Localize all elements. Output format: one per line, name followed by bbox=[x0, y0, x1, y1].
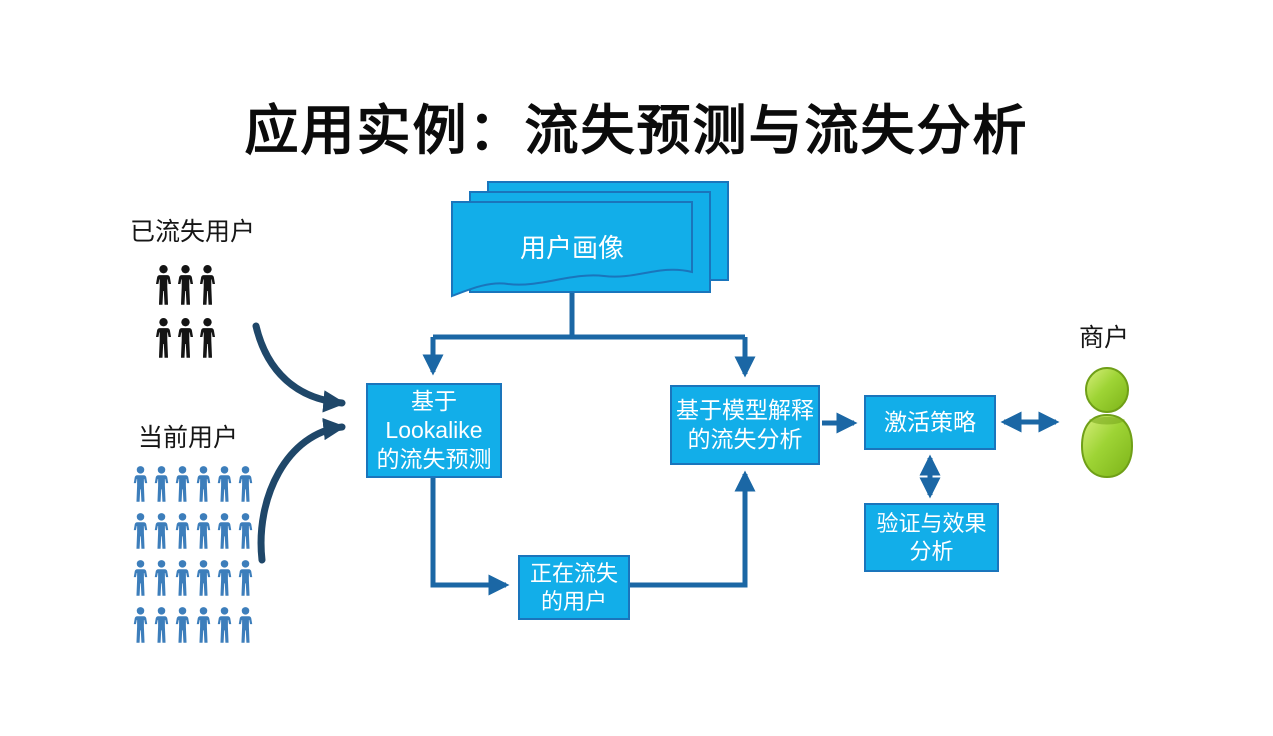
model-analysis-line2: 的流失分析 bbox=[687, 426, 803, 452]
person-icon bbox=[199, 317, 216, 358]
current-users-label: 当前用户 bbox=[138, 424, 239, 452]
person-icon bbox=[154, 560, 169, 596]
node-validation-analysis: 验证与效果 分析 bbox=[864, 503, 999, 572]
person-icon bbox=[175, 607, 190, 643]
validation-line2: 分析 bbox=[909, 538, 954, 564]
person-icon bbox=[238, 466, 253, 502]
person-icon bbox=[175, 513, 190, 549]
lookalike-line2: Lookalike bbox=[385, 417, 483, 444]
person-icon bbox=[154, 607, 169, 643]
person-icon bbox=[133, 607, 148, 643]
person-icon bbox=[133, 513, 148, 549]
merchant-figure bbox=[1076, 364, 1138, 485]
person-icon bbox=[217, 513, 232, 549]
arrow-lookalike-to-churning bbox=[430, 478, 510, 596]
churned-users-label: 已流失用户 bbox=[130, 218, 256, 246]
churning-users-line1: 正在流失 bbox=[529, 561, 618, 586]
lookalike-line1: 基于 bbox=[411, 388, 457, 415]
user-profile-label: 用户画像 bbox=[519, 233, 624, 263]
person-icon bbox=[154, 466, 169, 502]
person-icon bbox=[196, 513, 211, 549]
person-icon bbox=[238, 607, 253, 643]
churning-users-line2: 的用户 bbox=[540, 588, 607, 614]
person-icon bbox=[196, 466, 211, 502]
curve-churned-to-lookalike bbox=[252, 322, 346, 413]
person-icon bbox=[177, 264, 194, 305]
merchant-label: 商户 bbox=[1078, 324, 1129, 352]
document-front bbox=[451, 201, 693, 298]
person-icon bbox=[133, 560, 148, 596]
merchant-person-icon bbox=[1080, 367, 1134, 479]
person-icon bbox=[175, 560, 190, 596]
person-icon bbox=[155, 264, 172, 305]
node-lookalike-prediction: 基于 Lookalike 的流失预测 bbox=[366, 383, 502, 478]
node-activation-strategy: 激活策略 bbox=[864, 395, 996, 450]
person-icon bbox=[154, 513, 169, 549]
node-churning-users: 正在流失 的用户 bbox=[518, 555, 630, 620]
document-stack-icon bbox=[451, 181, 729, 298]
arrow-churning-to-analysis bbox=[630, 470, 756, 588]
activation-label: 激活策略 bbox=[884, 409, 976, 436]
person-icon bbox=[217, 607, 232, 643]
person-icon bbox=[177, 317, 194, 358]
person-icon bbox=[196, 560, 211, 596]
lookalike-line3: 的流失预测 bbox=[376, 445, 492, 472]
person-icon bbox=[199, 264, 216, 305]
person-icon bbox=[238, 560, 253, 596]
node-user-profile bbox=[440, 174, 740, 319]
model-analysis-line1: 基于模型解释 bbox=[676, 397, 814, 424]
person-icon bbox=[133, 466, 148, 502]
churned-users-icons bbox=[154, 262, 217, 361]
person-icon bbox=[238, 513, 253, 549]
person-icon bbox=[175, 466, 190, 502]
person-icon bbox=[155, 317, 172, 358]
person-icon bbox=[217, 466, 232, 502]
page-title: 应用实例：流失预测与流失分析 bbox=[244, 101, 1029, 161]
current-users-icons bbox=[132, 462, 254, 647]
validation-line1: 验证与效果 bbox=[876, 511, 987, 536]
person-icon bbox=[196, 607, 211, 643]
curve-current-to-lookalike bbox=[257, 417, 346, 564]
person-icon bbox=[217, 560, 232, 596]
node-model-analysis: 基于模型解释 的流失分析 bbox=[670, 385, 820, 465]
